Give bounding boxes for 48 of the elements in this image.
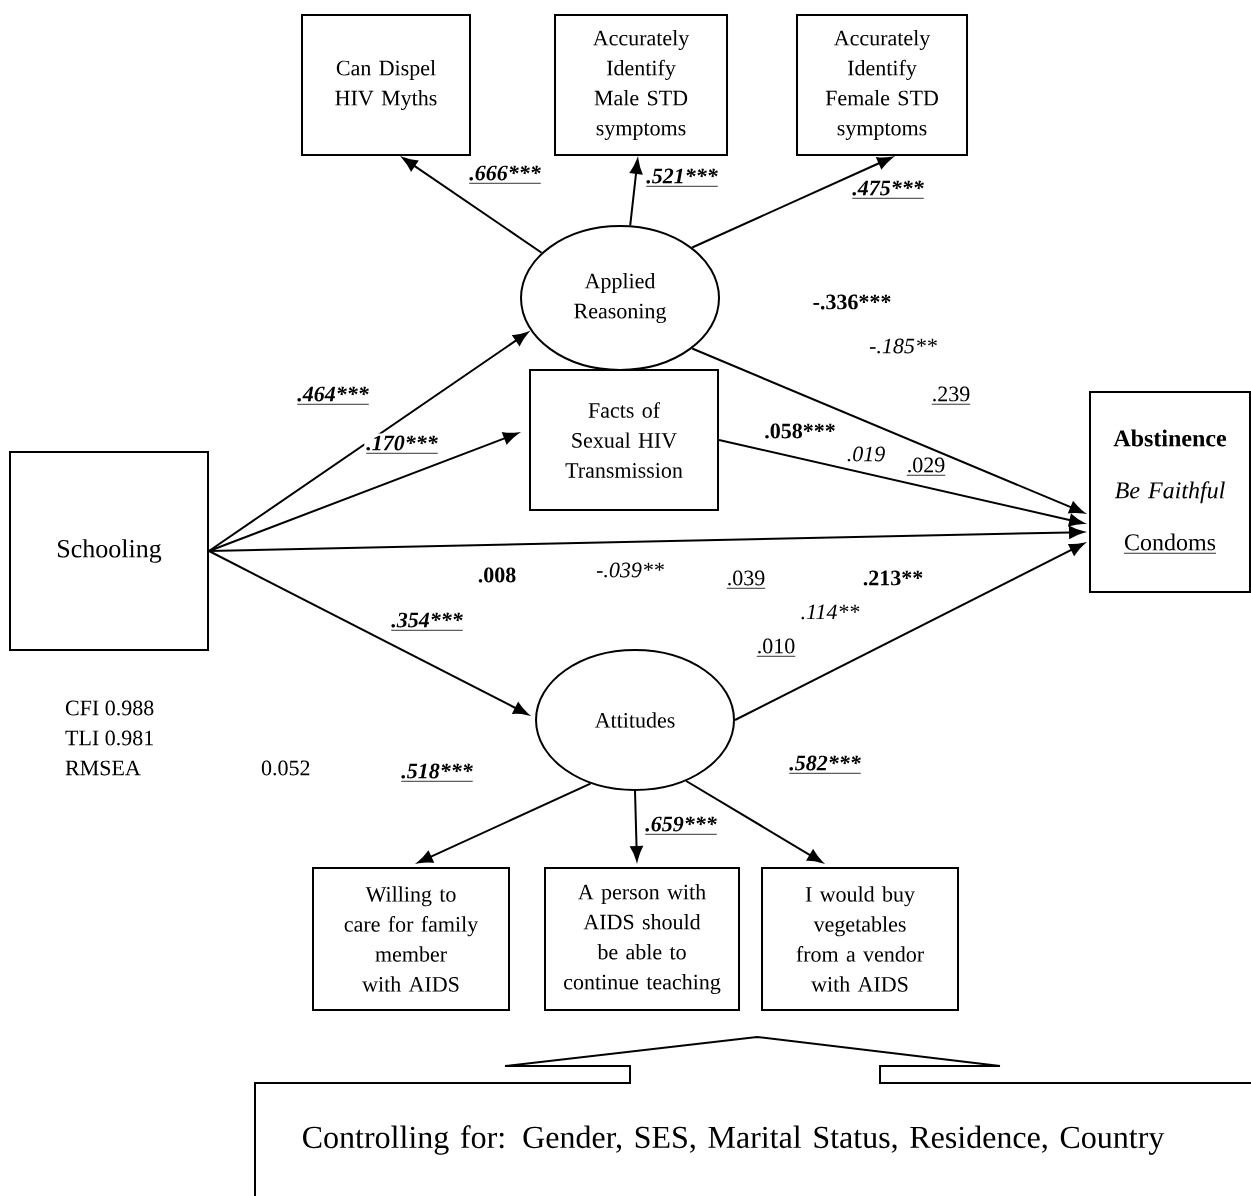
arrow	[691, 347, 1085, 514]
edge-label: .518***	[399, 761, 475, 785]
coefficient-label: .039	[726, 570, 766, 589]
edge-label: -.336***	[810, 292, 894, 312]
variable-box: Abstinence Be Faithful Condoms	[1089, 391, 1251, 593]
variable-box: Willing to care for family member with AIDS	[312, 867, 510, 1011]
edge-label: .464***	[295, 384, 371, 408]
fit-index: TLI 0.981	[65, 730, 153, 746]
fit-index: 0.052	[261, 760, 310, 776]
edge-label: .058***	[762, 421, 838, 441]
arrow	[208, 526, 1085, 552]
arrow	[402, 157, 543, 254]
arrow	[718, 439, 1085, 527]
arrow	[630, 790, 643, 862]
fit-index: RMSEA	[65, 760, 141, 776]
arrow	[208, 550, 529, 716]
coefficient-label: .010	[756, 638, 796, 657]
edge-label: .582***	[787, 753, 863, 777]
fit-index: CFI 0.988	[65, 700, 154, 716]
coefficient-label: -.185**	[869, 338, 937, 354]
variable-box: Accurately Identify Female STD symptoms	[796, 14, 968, 156]
coefficient-label: -.039**	[596, 562, 664, 578]
edge-label: .008	[475, 565, 519, 585]
variable-box: Accurately Identify Male STD symptoms	[554, 14, 728, 156]
variable-box: Can Dispel HIV Myths	[301, 14, 471, 156]
variable-box: Schooling	[9, 451, 209, 651]
arrow	[734, 542, 1085, 721]
arrow	[629, 158, 643, 227]
coefficient-label: .239	[931, 386, 971, 405]
edge-label: .666***	[467, 163, 543, 187]
edge-label: .213**	[860, 568, 926, 588]
coefficient-label: .019	[847, 446, 885, 462]
variable-box: Facts of Sexual HIV Transmission	[529, 369, 719, 511]
arrow	[691, 156, 893, 249]
variable-box: I would buy vegetables from a vendor with AIDS	[761, 867, 959, 1011]
arrow	[208, 432, 519, 552]
arrow	[417, 782, 592, 864]
edge-label: .354***	[389, 610, 465, 634]
arrow	[685, 780, 823, 863]
callout-box: Controlling for: Gender, SES, Marital Status, Residence, Country	[254, 1036, 1251, 1196]
edge-label: .521***	[644, 166, 720, 190]
coefficient-label: .114**	[801, 604, 860, 620]
edge-label: .170***	[364, 433, 440, 457]
edge-label: .475***	[850, 178, 926, 202]
coefficient-label: .029	[906, 457, 946, 476]
variable-box: A person with AIDS should be able to continue teaching	[544, 867, 740, 1011]
edge-label: .659***	[643, 814, 719, 838]
arrow	[208, 331, 529, 552]
